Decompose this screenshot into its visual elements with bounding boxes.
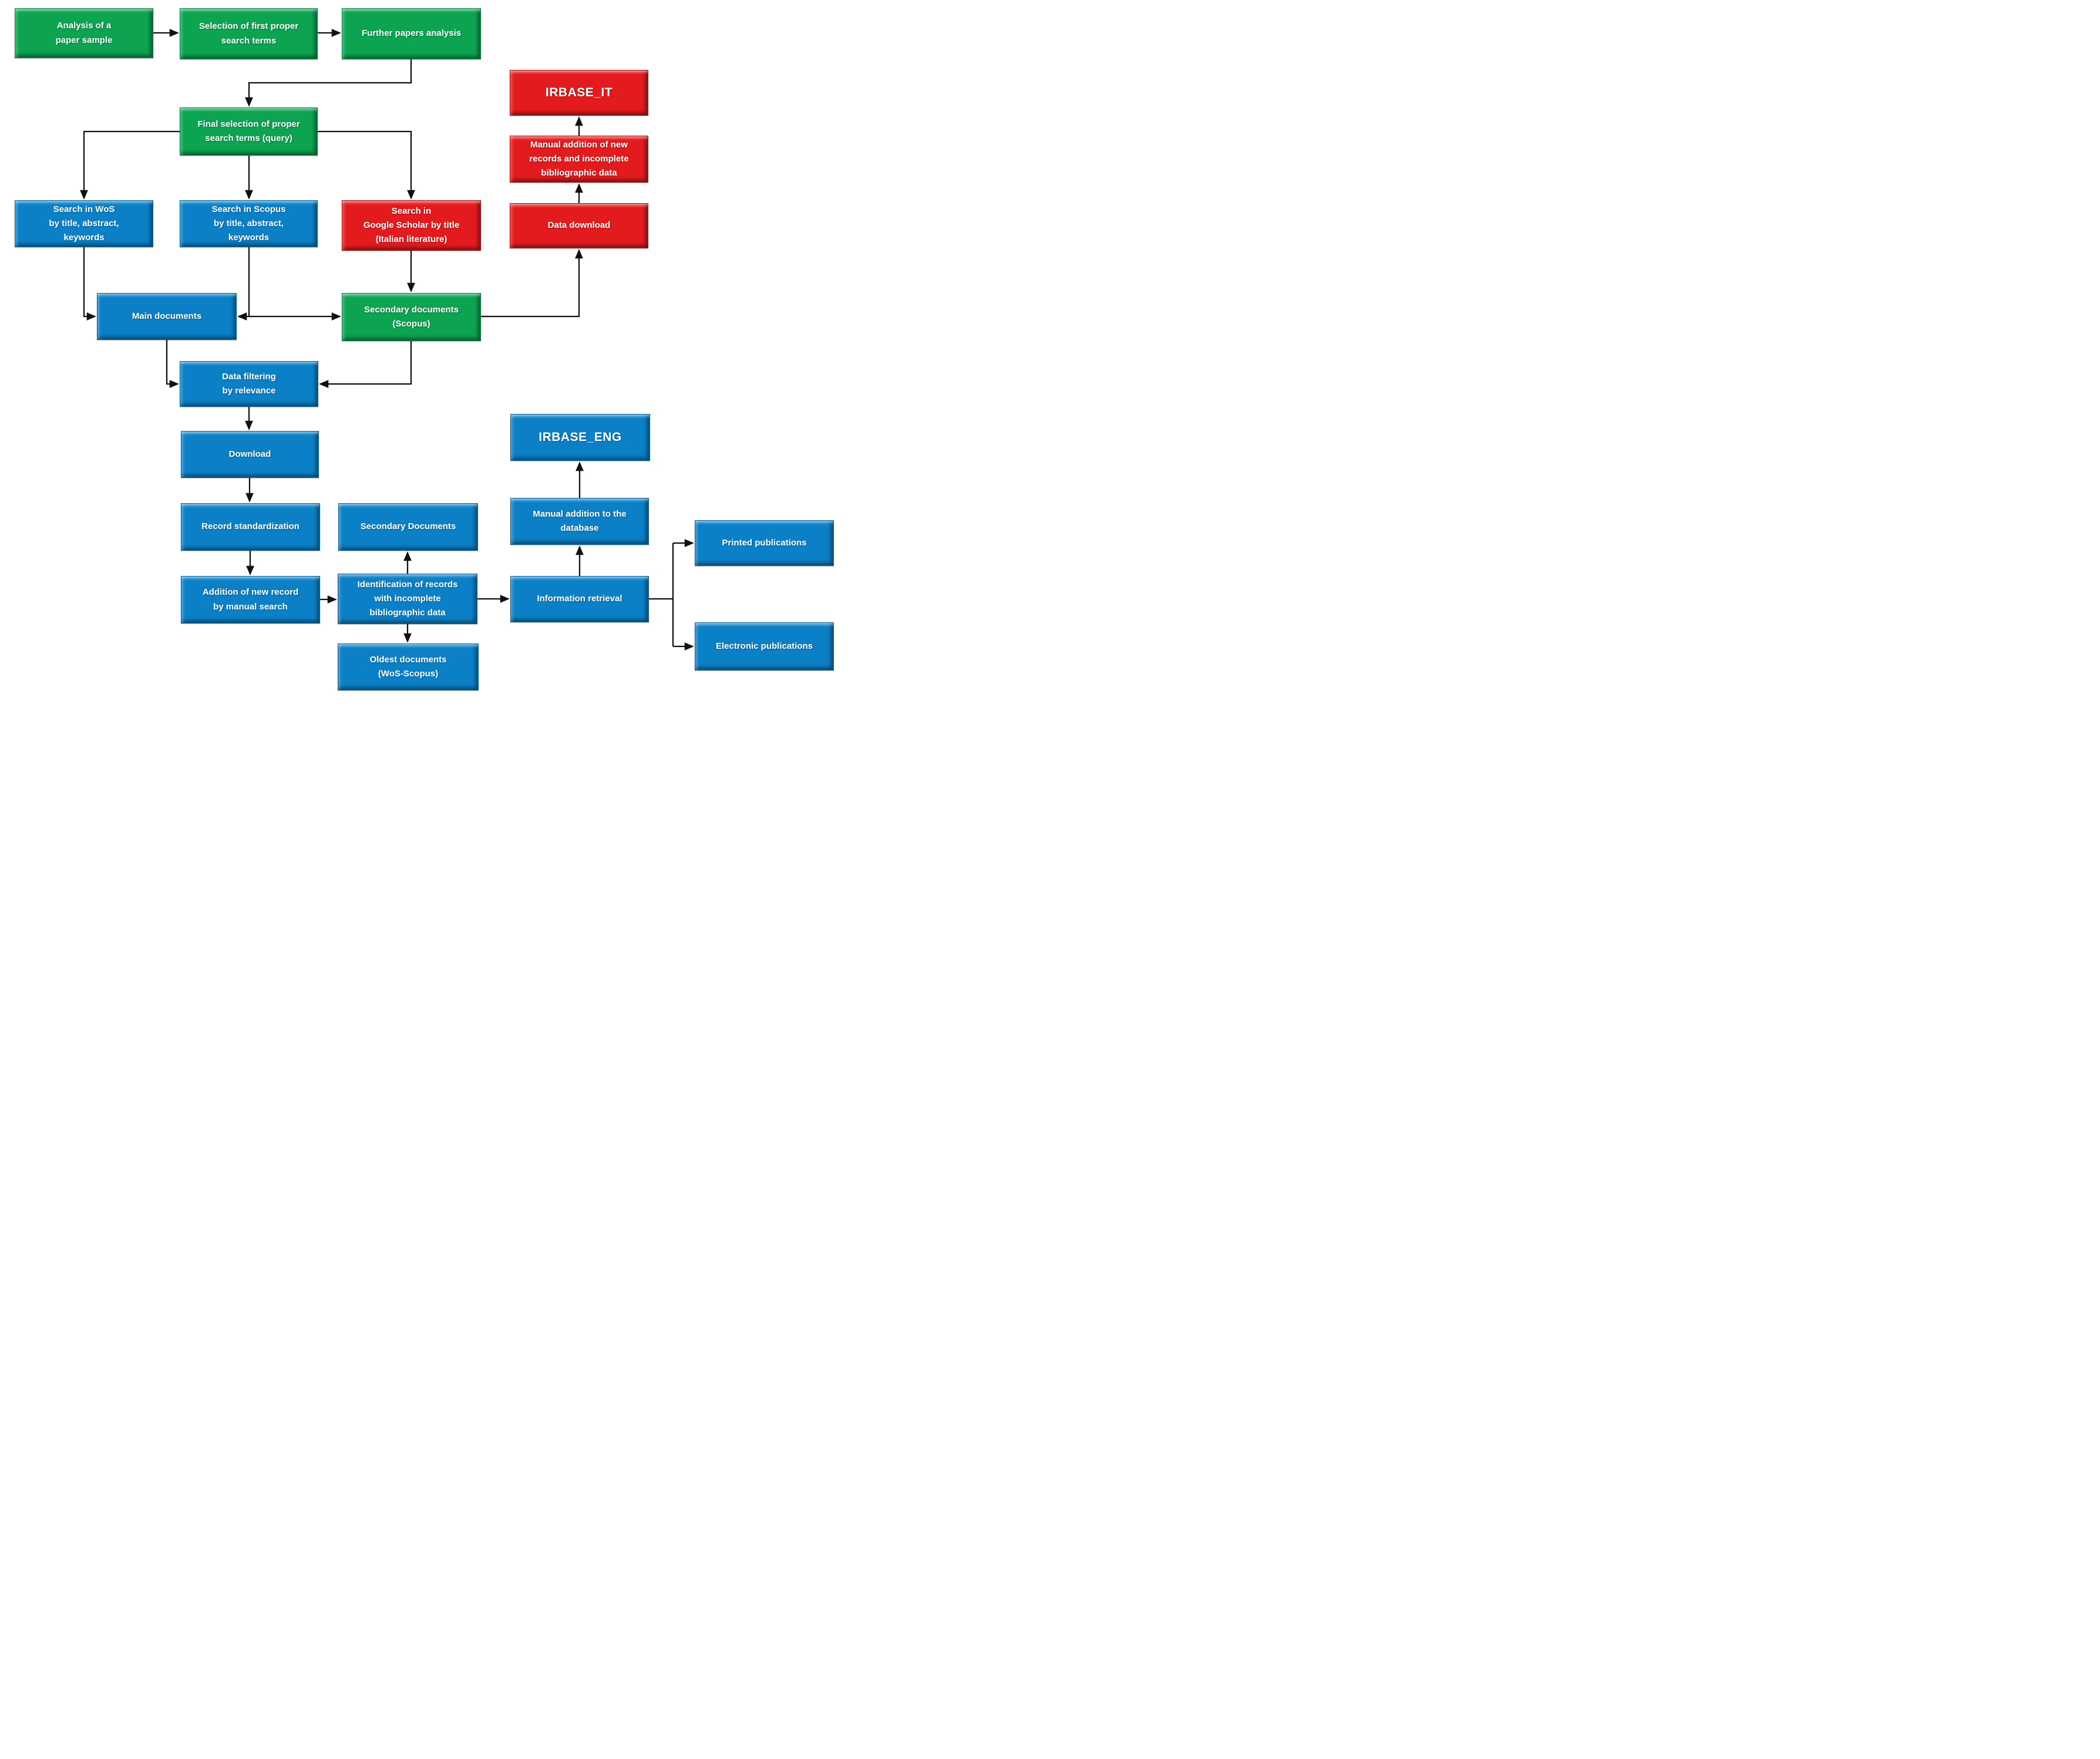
node-label: Addition of new record by manual search [202, 587, 299, 612]
node-irbase-it: IRBASE_IT [510, 70, 648, 116]
flowchart-canvas: Analysis of a paper sample Selection of f… [0, 0, 840, 703]
node-label: Selection of first proper search terms [198, 21, 299, 46]
edge-wos-to-main [83, 247, 96, 321]
edge-further-to-final [245, 59, 412, 107]
node-final-selection-query: Final selection of proper search terms (… [180, 107, 318, 156]
node-search-google-scholar: Search in Google Scholar by title (Itali… [342, 200, 481, 251]
node-label: Electronic publications [715, 641, 813, 651]
node-irbase-eng: IRBASE_ENG [510, 414, 650, 461]
node-label: Manual addition of new records and incom… [529, 139, 629, 178]
node-label: Record standardization [201, 521, 299, 532]
node-further-papers-analysis: Further papers analysis [342, 8, 481, 59]
connector-layer [80, 29, 694, 651]
node-label: Main documents [132, 311, 202, 321]
node-search-scopus: Search in Scopus by title, abstract, key… [180, 200, 318, 247]
node-record-standardization: Record standardization [181, 503, 320, 551]
node-printed-publications: Printed publications [695, 520, 834, 566]
node-label: Search in WoS by title, abstract, keywor… [49, 204, 119, 243]
node-label: Download [228, 449, 271, 459]
node-label: IRBASE_IT [545, 85, 613, 99]
node-label: Data download [547, 220, 611, 231]
node-manual-addition-database: Manual addition to the database [510, 498, 649, 545]
node-label: Search in Scopus by title, abstract, key… [211, 204, 286, 243]
edge-final-to-google [318, 130, 415, 200]
node-search-wos: Search in WoS by title, abstract, keywor… [15, 200, 153, 247]
node-data-download: Data download [510, 203, 648, 248]
node-label: Secondary documents (Scopus) [364, 304, 459, 329]
node-secondary-documents-scopus: Secondary documents (Scopus) [342, 293, 481, 341]
node-download: Download [181, 431, 319, 478]
node-information-retrieval: Information retrieval [510, 576, 649, 622]
edge-secondary-to-datadownload [481, 249, 583, 318]
node-label: Oldest documents (WoS-Scopus) [369, 654, 447, 679]
node-oldest-documents: Oldest documents (WoS-Scopus) [338, 643, 479, 690]
node-label: Secondary Documents [360, 521, 456, 532]
node-main-documents: Main documents [97, 293, 237, 340]
node-electronic-publications: Electronic publications [695, 622, 834, 670]
node-analysis-paper-sample: Analysis of a paper sample [15, 8, 153, 58]
node-identification-incomplete: Identification of records with incomplet… [338, 574, 477, 624]
node-label: Manual addition to the database [533, 508, 627, 533]
node-label: Analysis of a paper sample [55, 21, 113, 45]
node-addition-new-record: Addition of new record by manual search [181, 576, 320, 624]
edge-secondary-to-filtering [319, 341, 412, 388]
node-label: Search in Google Scholar by title (Itali… [363, 205, 460, 245]
node-secondary-documents: Secondary Documents [338, 503, 478, 551]
node-label: Further papers analysis [361, 28, 462, 39]
node-selection-first-terms: Selection of first proper search terms [180, 8, 318, 59]
node-label: Data filtering by relevance [222, 371, 276, 396]
node-label: Identification of records with incomplet… [357, 579, 458, 618]
node-label: Printed publications [722, 537, 807, 548]
node-label: Final selection of proper search terms (… [197, 119, 300, 143]
edge-final-to-wos [80, 130, 180, 200]
node-label: IRBASE_ENG [539, 430, 622, 444]
node-manual-addition-records: Manual addition of new records and incom… [510, 136, 648, 183]
node-data-filtering: Data filtering by relevance [180, 361, 318, 407]
node-label: Information retrieval [537, 594, 622, 604]
edge-main-to-filtering [166, 340, 179, 388]
